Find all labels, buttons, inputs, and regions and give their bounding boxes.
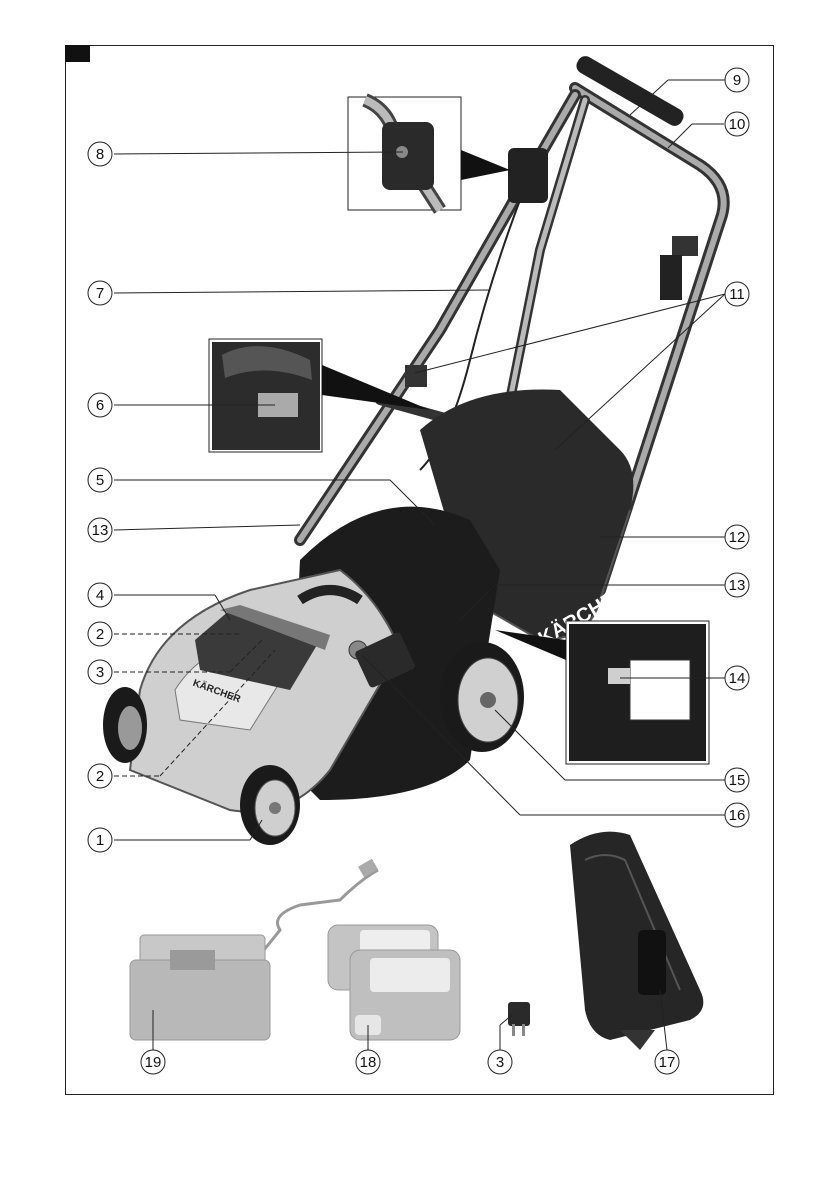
callout-4: 4 xyxy=(88,583,112,607)
svg-text:12: 12 xyxy=(729,529,746,546)
callout-13-right: 13 xyxy=(725,573,749,597)
svg-text:19: 19 xyxy=(145,1054,162,1071)
svg-text:15: 15 xyxy=(729,772,746,789)
svg-text:8: 8 xyxy=(96,146,104,163)
svg-text:18: 18 xyxy=(360,1054,377,1071)
callout-2-upper: 2 xyxy=(88,622,112,646)
callout-10: 10 xyxy=(725,112,749,136)
svg-text:5: 5 xyxy=(96,472,104,489)
svg-text:3: 3 xyxy=(496,1054,504,1071)
svg-text:10: 10 xyxy=(729,116,746,133)
svg-text:14: 14 xyxy=(729,670,746,687)
callout-1: 1 xyxy=(88,828,112,852)
svg-text:1: 1 xyxy=(96,832,104,849)
callout-18: 18 xyxy=(356,1050,380,1074)
callout-9: 9 xyxy=(725,68,749,92)
callout-15: 15 xyxy=(725,768,749,792)
svg-text:11: 11 xyxy=(729,286,745,303)
mulching-insert-illustration xyxy=(570,832,703,1050)
callout-16: 16 xyxy=(725,803,749,827)
callout-17: 17 xyxy=(655,1050,679,1074)
callout-3-upper: 3 xyxy=(88,660,112,684)
svg-text:2: 2 xyxy=(96,626,104,643)
svg-text:2: 2 xyxy=(96,768,104,785)
callout-8: 8 xyxy=(88,142,112,166)
svg-text:3: 3 xyxy=(96,664,104,681)
svg-text:4: 4 xyxy=(96,587,104,604)
callout-3-lower: 3 xyxy=(488,1050,512,1074)
svg-text:13: 13 xyxy=(92,522,109,539)
callout-11: 11 xyxy=(725,282,749,306)
key-illustration xyxy=(508,1002,530,1036)
wheel-front-right xyxy=(240,765,300,845)
battery-pack-illustration xyxy=(328,925,460,1040)
callout-7: 7 xyxy=(88,281,112,305)
svg-text:9: 9 xyxy=(733,72,741,89)
svg-text:17: 17 xyxy=(659,1054,676,1071)
callout-2-lower: 2 xyxy=(88,764,112,788)
svg-text:13: 13 xyxy=(729,577,746,594)
svg-text:7: 7 xyxy=(96,285,104,302)
callout-14: 14 xyxy=(725,666,749,690)
callout-13-left: 13 xyxy=(88,518,112,542)
svg-text:16: 16 xyxy=(729,807,746,824)
callout-19: 19 xyxy=(141,1050,165,1074)
callout-12: 12 xyxy=(725,525,749,549)
wheel-rear xyxy=(440,642,524,752)
callout-5: 5 xyxy=(88,468,112,492)
callout-6: 6 xyxy=(88,393,112,417)
inset-switch xyxy=(348,97,510,210)
svg-text:6: 6 xyxy=(96,397,104,414)
wheel-front-left xyxy=(103,687,147,763)
